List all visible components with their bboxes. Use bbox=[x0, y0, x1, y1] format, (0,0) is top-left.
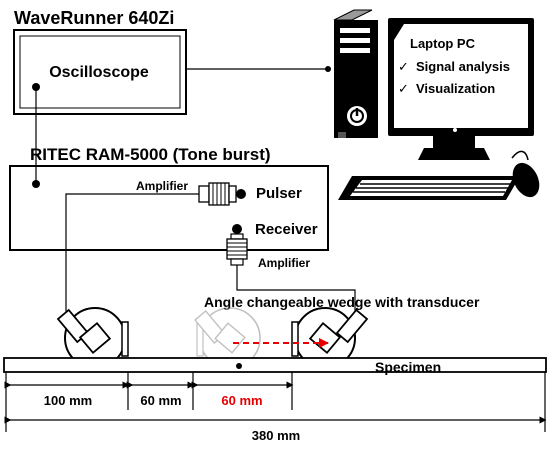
receiver-cable bbox=[236, 265, 356, 318]
transmitter-transducer bbox=[56, 307, 129, 369]
amplifier-top-label: Amplifier bbox=[136, 179, 188, 193]
pc-check-2: ✓ bbox=[398, 81, 409, 96]
laptop-pc-title: Laptop PC bbox=[410, 36, 476, 51]
amplifier-bottom-label: Amplifier bbox=[258, 256, 310, 270]
wedge-label: Angle changeable wedge with transducer bbox=[204, 294, 480, 310]
oscilloscope-label: Oscilloscope bbox=[49, 64, 149, 81]
computer-icon bbox=[333, 9, 540, 200]
pc-item-visualization: Visualization bbox=[416, 81, 495, 96]
oscilloscope-box bbox=[13, 29, 187, 115]
dimension-arrows bbox=[4, 381, 547, 424]
transmitter-cable bbox=[65, 193, 199, 320]
receiver-label: Receiver bbox=[255, 221, 318, 238]
ritec-box bbox=[9, 165, 329, 251]
pulser-connector bbox=[198, 182, 246, 206]
specimen-center-dot bbox=[236, 363, 242, 369]
specimen-bar bbox=[3, 357, 547, 373]
receiver-connector bbox=[226, 224, 248, 266]
dimension-60mm-a: 60 mm bbox=[140, 393, 181, 408]
pulser-label: Pulser bbox=[256, 185, 302, 202]
pc-check-1: ✓ bbox=[398, 59, 409, 74]
dimension-60mm-b: 60 mm bbox=[221, 393, 262, 408]
oscilloscope-model: WaveRunner 640Zi bbox=[14, 8, 174, 28]
specimen-label: Specimen bbox=[375, 359, 441, 375]
dimension-100mm: 100 mm bbox=[44, 393, 92, 408]
dimension-380mm: 380 mm bbox=[252, 428, 300, 443]
ritec-title: RITEC RAM-5000 (Tone burst) bbox=[30, 145, 271, 164]
ghost-transducer bbox=[194, 307, 261, 369]
pc-item-signal-analysis: Signal analysis bbox=[416, 59, 510, 74]
